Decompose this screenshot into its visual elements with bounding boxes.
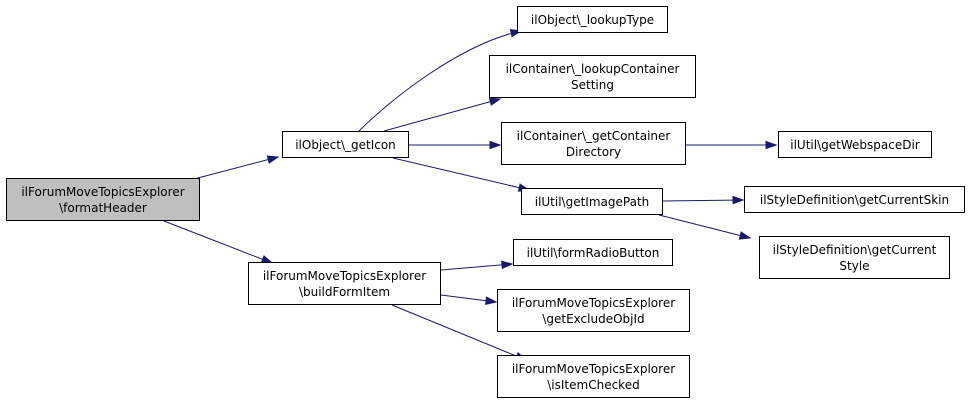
arrowhead-icon [501, 260, 514, 270]
node-getCurrentSkin[interactable]: ilStyleDefinition\getCurrentSkin [744, 186, 965, 213]
edge-line [193, 156, 279, 180]
edge-root-to-build_form_item [163, 220, 274, 264]
node-getWebspaceDir[interactable]: ilUtil\getWebspaceDir [778, 131, 932, 158]
node-formRadioButton[interactable]: ilUtil\formRadioButton [513, 239, 673, 266]
node-lookupType[interactable]: ilObject\_lookupType [517, 6, 668, 33]
edge-line [383, 98, 501, 132]
node-label: ilForumMoveTopicsExplorer \getExcludeObj… [511, 295, 676, 326]
node-label: ilStyleDefinition\getCurrent Style [772, 242, 937, 273]
arrowhead-icon [765, 140, 778, 150]
node-buildFormItem[interactable]: ilForumMoveTopicsExplorer \buildFormItem [248, 262, 441, 305]
edge-line [662, 199, 744, 202]
node-label: ilContainer\_getContainer Directory [516, 128, 671, 159]
arrowhead-icon [266, 155, 280, 164]
edge-line [440, 263, 513, 271]
edge-get_image_path-to-get_current_style [658, 214, 752, 240]
node-label: ilForumMoveTopicsExplorer \buildFormItem [262, 268, 427, 299]
edge-get_icon-to-lookup_container_setting [383, 97, 502, 132]
arrowhead-icon [489, 140, 502, 150]
edge-line [163, 220, 273, 264]
edge-get_icon-to-get_container_directory [409, 140, 502, 150]
arrowhead-icon [738, 231, 752, 240]
node-isItemChecked[interactable]: ilForumMoveTopicsExplorer \isItemChecked [497, 355, 690, 398]
edge-line [358, 30, 522, 132]
node-getCurrentStyle[interactable]: ilStyleDefinition\getCurrent Style [759, 236, 950, 279]
node-label: ilContainer\_lookupContainer Setting [505, 61, 680, 92]
node-formatheader-root: ilForumMoveTopicsExplorer \formatHeader [6, 178, 200, 221]
edge-line [391, 304, 527, 361]
edge-line [392, 157, 530, 191]
node-getImagePath[interactable]: ilUtil\getImagePath [521, 188, 663, 215]
arrowhead-icon [485, 296, 498, 305]
edge-get_container_directory-to-get_webspace_dir [686, 140, 778, 150]
edge-build_form_item-to-get_exclude_obj_id [440, 294, 498, 305]
node-getContainerDirectory[interactable]: ilContainer\_getContainer Directory [501, 122, 686, 165]
node-label: ilStyleDefinition\getCurrentSkin [759, 192, 950, 207]
edge-root-to-get_icon [193, 155, 280, 180]
node-label: ilUtil\getWebspaceDir [790, 137, 920, 152]
edge-line [658, 214, 751, 239]
edge-build_form_item-to-form_radio_button [440, 260, 514, 271]
edge-get_image_path-to-get_current_skin [662, 195, 745, 205]
node-label: ilObject\_getIcon [295, 137, 396, 152]
node-label: ilForumMoveTopicsExplorer \isItemChecked [511, 361, 676, 392]
node-label: ilForumMoveTopicsExplorer \formatHeader [21, 184, 185, 215]
arrowhead-icon [732, 195, 745, 205]
node-getExcludeObjId[interactable]: ilForumMoveTopicsExplorer \getExcludeObj… [497, 289, 690, 332]
node-label: ilObject\_lookupType [530, 12, 655, 27]
node-label: ilUtil\getImagePath [534, 194, 650, 209]
node-label: ilUtil\formRadioButton [526, 245, 660, 260]
arrowhead-icon [488, 97, 502, 106]
node-lookupContainerSetting[interactable]: ilContainer\_lookupContainer Setting [489, 55, 696, 98]
node-getIcon[interactable]: ilObject\_getIcon [282, 131, 409, 158]
